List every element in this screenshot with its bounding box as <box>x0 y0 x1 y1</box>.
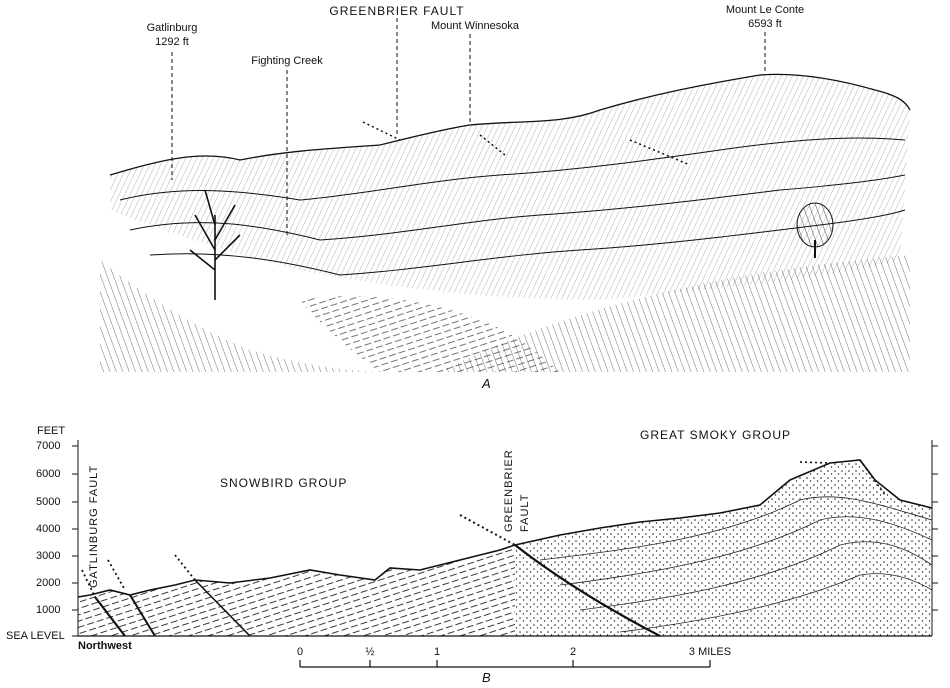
mountain-mass <box>110 74 910 300</box>
y-tick-1000: 1000 <box>36 604 61 616</box>
label-snowbird-group: SNOWBIRD GROUP <box>220 476 348 490</box>
tree-left <box>189 189 241 300</box>
label-gatlinburg-elevation: 1292 ft <box>155 36 189 48</box>
panel-letter-a: A <box>482 376 491 391</box>
great-smoky-group-section <box>515 460 932 636</box>
ground-profile <box>77 459 933 598</box>
label-fighting-creek: Fighting Creek <box>251 55 323 67</box>
greenbrier-fault-trace-sketch <box>362 121 401 141</box>
label-mount-le-conte: Mount Le Conte <box>725 4 805 16</box>
label-gatlinburg: Gatlinburg <box>146 22 198 34</box>
y-tick-7000: 7000 <box>36 440 61 452</box>
y-tick-3000: 3000 <box>36 550 61 562</box>
label-greenbrier-fault-b2: FAULT <box>519 493 531 532</box>
tree-right <box>796 202 834 258</box>
label-great-smoky-group: GREAT SMOKY GROUP <box>640 428 792 442</box>
scale-tick-2: 2 <box>569 646 577 658</box>
scale-tick-half: ½ <box>365 646 375 658</box>
label-greenbrier-fault: GREENBRIER FAULT <box>329 4 465 18</box>
label-gatlinburg-fault: GATLINBURG FAULT <box>88 464 100 588</box>
scale-bar <box>299 660 711 668</box>
y-tick-6000: 6000 <box>36 468 61 480</box>
direction-label-northwest: Northwest <box>78 640 132 652</box>
panel-letter-b: B <box>482 670 491 685</box>
y-tick-4000: 4000 <box>36 523 61 535</box>
y-tick-5000: 5000 <box>36 496 61 508</box>
scale-tick-3-miles: 3 MILES <box>688 646 732 658</box>
axis-title-feet: FEET <box>37 425 66 437</box>
greenbrier-fault-line <box>459 514 516 546</box>
label-mount-winnesoka: Mount Winnesoka <box>430 20 520 32</box>
y-tick-2000: 2000 <box>36 577 61 589</box>
foreground-slope-right <box>440 255 910 372</box>
snowbird-group-section <box>78 545 515 636</box>
scale-tick-1: 1 <box>433 646 441 658</box>
label-greenbrier-fault-b1: GREENBRIER <box>503 449 515 532</box>
y-tick-sea-level: SEA LEVEL <box>6 630 65 642</box>
label-le-conte-elevation: 6593 ft <box>748 18 782 30</box>
scale-tick-0: 0 <box>296 646 304 658</box>
gatlinburg-fault-line <box>94 596 126 637</box>
valley-floor <box>300 296 560 372</box>
foreground-slope-left <box>100 260 380 372</box>
